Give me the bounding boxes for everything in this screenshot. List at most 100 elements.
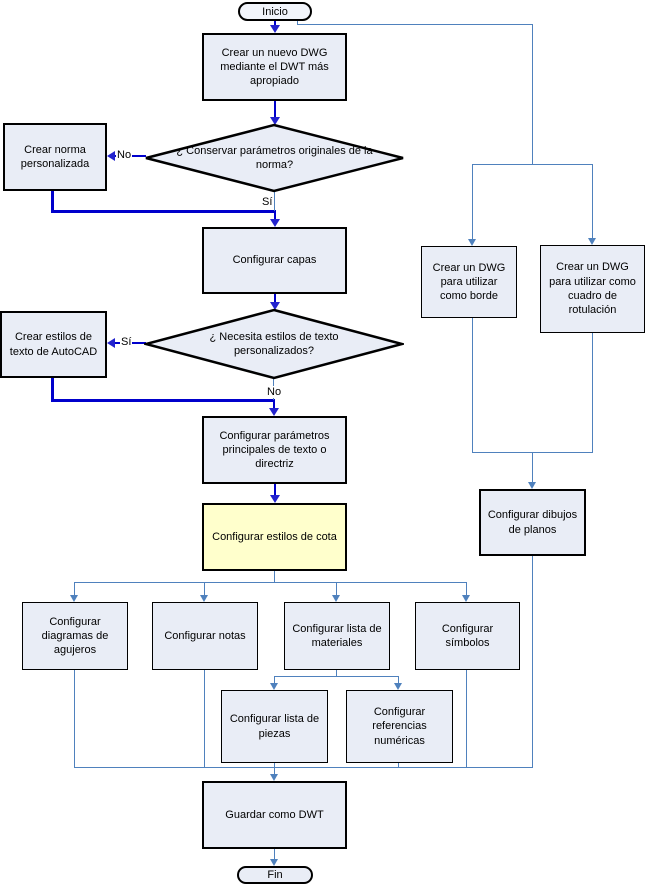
connector [274, 849, 275, 860]
connector [398, 763, 399, 768]
node-referencias: Configurar referencias numéricas [346, 690, 453, 763]
node-parametros: Configurar parámetros principales de tex… [202, 416, 347, 484]
connector [532, 556, 533, 768]
connector [51, 210, 276, 213]
decision-texto-label: ¿ Necesita estilos de texto personalizad… [209, 330, 339, 357]
connector [74, 582, 75, 596]
arrowhead-icon [332, 595, 340, 602]
node-fin: Fin [237, 866, 313, 884]
arrowhead-icon [107, 338, 115, 348]
arrowhead-icon [270, 495, 280, 503]
node-notas-label: Configurar notas [164, 629, 246, 642]
node-borde: Crear un DWG para utilizar como borde [421, 246, 517, 318]
connector [532, 452, 533, 483]
connector [204, 670, 205, 768]
arrowhead-icon [200, 595, 208, 602]
arrowhead-icon [270, 117, 280, 125]
arrowhead-icon [468, 239, 476, 246]
node-crear-dwg: Crear un nuevo DWG mediante el DWT más a… [202, 33, 347, 101]
decision-norma: ¿ Conservar parámetros originales de la … [164, 125, 385, 191]
arrowhead-icon [528, 482, 536, 489]
connector [274, 571, 275, 583]
node-rotulacion: Crear un DWG para utilizar como cuadro d… [540, 245, 645, 333]
connector [592, 164, 593, 239]
arrowhead-icon [70, 595, 78, 602]
arrowhead-icon [270, 302, 280, 310]
connector [274, 763, 275, 775]
arrowhead-icon [270, 774, 278, 781]
connector [274, 676, 275, 684]
arrowhead-icon [107, 151, 115, 161]
node-materiales-label: Configurar lista de materiales [292, 622, 382, 649]
node-crear-norma-label: Crear norma personalizada [20, 143, 90, 170]
node-crear-estilos-label: Crear estilos de texto de AutoCAD [9, 331, 98, 358]
node-simbolos: Configurar símbolos [415, 602, 520, 670]
node-guardar-label: Guardar como DWT [225, 808, 324, 821]
connector [74, 582, 467, 583]
connector [472, 164, 473, 240]
connector [274, 20, 276, 27]
arrowhead-icon [270, 25, 280, 33]
connector [51, 378, 54, 402]
node-fin-label: Fin [267, 869, 283, 881]
connector [274, 294, 276, 304]
node-piezas-label: Configurar lista de piezas [229, 713, 320, 740]
node-agujeros-label: Configurar diagramas de agujeros [41, 615, 109, 657]
node-dibujos-label: Configurar dibujos de planos [487, 509, 578, 536]
node-cota-label: Configurar estilos de cota [212, 530, 337, 543]
decision-texto-shape [144, 308, 404, 380]
node-borde-label: Crear un DWG para utilizar como borde [432, 261, 506, 303]
node-agujeros: Configurar diagramas de agujeros [22, 602, 128, 670]
node-capas: Configurar capas [202, 227, 347, 294]
connector [51, 399, 275, 402]
connector [274, 484, 276, 496]
edge-label-si-1: Sí [261, 196, 274, 209]
connector [466, 670, 467, 768]
node-cota: Configurar estilos de cota [202, 503, 347, 571]
connector [592, 333, 593, 453]
edge-label-si-2: Sí [120, 336, 133, 349]
connector [398, 676, 399, 684]
edge-label-no-1: No [116, 149, 133, 162]
node-crear-dwg-label: Crear un nuevo DWG mediante el DWT más a… [220, 46, 329, 88]
edge-label-no-2: No [266, 386, 283, 399]
node-inicio: Inicio [238, 2, 312, 21]
decision-norma-label: ¿ Conservar parámetros originales de la … [176, 144, 373, 171]
node-referencias-label: Configurar referencias numéricas [372, 706, 427, 747]
connector [274, 191, 275, 211]
node-rotulacion-label: Crear un DWG para utilizar como cuadro d… [549, 261, 636, 317]
connector [274, 213, 276, 220]
connector [51, 191, 54, 212]
connector [204, 582, 205, 596]
connector [297, 24, 533, 25]
node-piezas: Configurar lista de piezas [221, 690, 328, 763]
connector [472, 318, 473, 453]
connector [472, 164, 593, 165]
connector [74, 767, 533, 768]
node-simbolos-label: Configurar símbolos [441, 622, 494, 649]
connector [532, 24, 533, 165]
arrowhead-icon [269, 408, 279, 416]
connector [273, 402, 275, 410]
node-capas-label: Configurar capas [232, 254, 317, 267]
connector [74, 670, 75, 768]
connector [297, 20, 298, 25]
connector [336, 670, 337, 677]
connector [274, 101, 276, 118]
arrowhead-icon [588, 238, 596, 245]
node-inicio-label: Inicio [262, 5, 288, 18]
decision-texto: ¿ Necesita estilos de texto personalizad… [174, 310, 374, 378]
node-crear-estilos: Crear estilos de texto de AutoCAD [0, 311, 107, 378]
node-materiales: Configurar lista de materiales [284, 602, 390, 670]
connector [466, 582, 467, 596]
arrowhead-icon [270, 683, 278, 690]
node-notas: Configurar notas [152, 602, 258, 670]
node-parametros-label: Configurar parámetros principales de tex… [219, 429, 330, 471]
arrowhead-icon [462, 595, 470, 602]
arrowhead-icon [394, 683, 402, 690]
arrowhead-icon [270, 859, 278, 866]
arrowhead-icon [270, 219, 280, 227]
node-dibujos: Configurar dibujos de planos [479, 489, 586, 556]
node-crear-norma: Crear norma personalizada [3, 123, 107, 191]
